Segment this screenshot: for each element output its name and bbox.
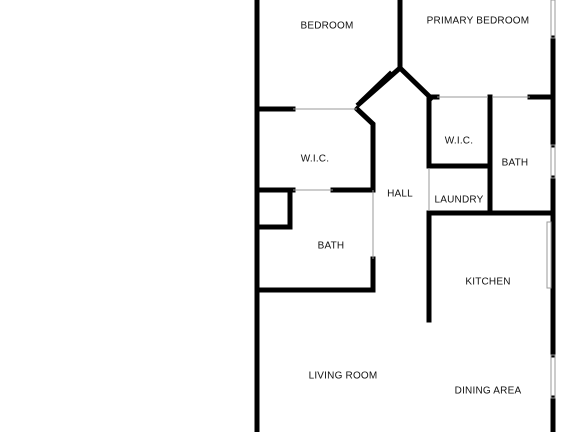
window-bath-right: [550, 144, 556, 179]
room-label-dining-area: DINING AREA: [455, 386, 522, 397]
room-label-hall: HALL: [387, 189, 413, 200]
wall-wic-left-right: [353, 105, 376, 193]
window-dining-area: [550, 354, 556, 399]
window-primary-bedroom: [550, 0, 556, 39]
room-label-laundry: LAUNDRY: [434, 195, 483, 206]
window-kitchen: [546, 221, 552, 289]
walls: [254, 0, 556, 432]
room-label-wic-right: W.I.C.: [445, 136, 473, 147]
room-label-kitchen: KITCHEN: [465, 277, 510, 288]
room-labels: BEDROOM PRIMARY BEDROOM W.I.C. W.I.C. BA…: [300, 16, 529, 397]
room-label-wic-left: W.I.C.: [301, 154, 329, 165]
room-label-primary-bedroom: PRIMARY BEDROOM: [427, 16, 530, 27]
room-label-bath-left: BATH: [318, 241, 345, 252]
room-label-bedroom: BEDROOM: [300, 21, 353, 32]
room-label-living-room: LIVING ROOM: [309, 371, 378, 382]
room-label-bath-right: BATH: [502, 158, 529, 169]
windows: [293, 0, 556, 399]
wall-bedroom-angled: [358, 70, 394, 105]
wall-hall-angled: [355, 64, 435, 108]
